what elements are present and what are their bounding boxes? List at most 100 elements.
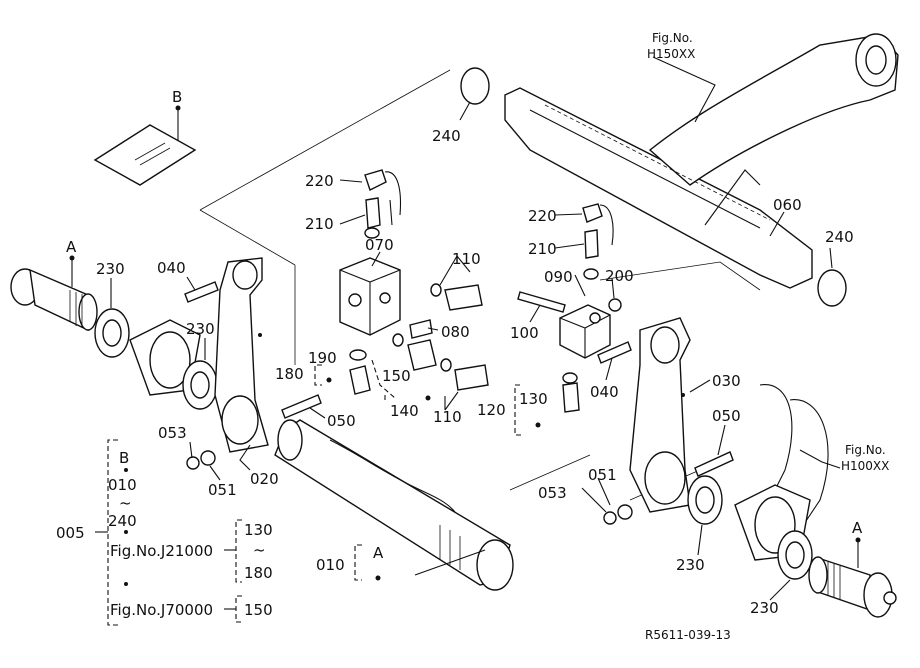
nut-053-right xyxy=(603,511,617,525)
legend-dot-3 xyxy=(124,582,128,586)
label-070: 070 xyxy=(365,236,394,254)
washer-230-right1-inner xyxy=(695,486,715,514)
fitting-080 xyxy=(409,319,433,339)
legend-fig-j70000: Fig.No.J70000 xyxy=(110,601,213,619)
document-b-lines xyxy=(134,142,171,166)
bolt-100 xyxy=(517,291,566,313)
main-arm xyxy=(504,33,899,289)
plug-200 xyxy=(608,298,622,312)
label-050-right: 050 xyxy=(712,407,741,425)
label-220-right: 220 xyxy=(528,207,557,225)
bolt-040-left xyxy=(184,281,219,303)
dot-a-left xyxy=(69,255,75,261)
legend-range2-to: 180 xyxy=(244,564,273,582)
label-030: 030 xyxy=(712,372,741,390)
washer-051-right xyxy=(617,504,633,520)
washer-230-left-inner xyxy=(102,319,122,347)
oring-110-top xyxy=(430,283,442,297)
ring-240-top xyxy=(460,67,490,105)
document-b xyxy=(93,124,197,186)
leader-lines xyxy=(71,56,859,601)
legend-dot-1 xyxy=(124,468,128,472)
dot-120 xyxy=(535,422,541,428)
washer-051-left xyxy=(200,450,216,466)
label-053-left: 053 xyxy=(158,424,187,442)
valve-block-090 xyxy=(559,304,611,359)
label-110-top: 110 xyxy=(452,250,481,268)
dot-010 xyxy=(375,575,381,581)
label-130: 130 xyxy=(519,390,548,408)
bolt-040-right xyxy=(597,341,632,364)
oring-130 xyxy=(562,372,578,384)
oring-right-top xyxy=(583,268,599,280)
label-110-bottom: 110 xyxy=(433,408,462,426)
bearing-left xyxy=(129,319,201,396)
pin-a-right xyxy=(808,556,897,618)
legend-range2-from: 130 xyxy=(244,521,273,539)
label-230-b: 230 xyxy=(186,320,215,338)
label-050-left: 050 xyxy=(327,412,356,430)
label-020: 020 xyxy=(250,470,279,488)
legend-range1-to: 240 xyxy=(108,512,137,530)
drawing-number: R5611-039-13 xyxy=(645,628,731,642)
group-brackets xyxy=(107,359,522,626)
label-240-top: 240 xyxy=(432,127,461,145)
label-230-c: 230 xyxy=(676,556,705,574)
valve-block-070 xyxy=(339,257,401,336)
label-051-left: 051 xyxy=(208,481,237,499)
oring-left-top xyxy=(364,227,380,239)
legend-fig-j21000: Fig.No.J21000 xyxy=(110,542,213,560)
fitting-110-top xyxy=(444,284,483,311)
label-200: 200 xyxy=(605,267,634,285)
fig-ref-top-line2: H150XX xyxy=(647,47,695,61)
frame-h100 xyxy=(759,384,829,531)
explode-frame-upper xyxy=(199,69,451,365)
nut-053-left xyxy=(186,456,200,470)
label-210-left: 210 xyxy=(305,215,334,233)
dot-b xyxy=(175,105,181,111)
fitting-150 xyxy=(407,339,437,371)
label-180: 180 xyxy=(275,365,304,383)
washer-230-mid-inner xyxy=(190,371,210,399)
label-005: 005 xyxy=(56,524,85,542)
label-080: 080 xyxy=(441,323,470,341)
oring-110-bottom xyxy=(440,358,452,372)
legend-range1-from: 010 xyxy=(108,476,137,494)
label-190: 190 xyxy=(308,349,337,367)
label-150: 150 xyxy=(382,367,411,385)
oring-150 xyxy=(392,333,404,347)
legend-tilde2: ~ xyxy=(253,541,266,559)
ref-a-right: A xyxy=(852,519,863,537)
fig-ref-top-line1: Fig.No. xyxy=(652,31,693,45)
sensor-210-right xyxy=(584,229,599,259)
washer-230-right2-inner xyxy=(785,541,805,569)
ref-a-left: A xyxy=(66,238,77,256)
fitting-110-bottom xyxy=(454,364,489,391)
oring-190 xyxy=(349,349,367,361)
fig-ref-right-line2: H100XX xyxy=(841,459,889,473)
fig-ref-right-line1: Fig.No. xyxy=(845,443,886,457)
ring-240-right xyxy=(817,269,847,307)
dot-180 xyxy=(326,377,332,383)
arm-030 xyxy=(629,317,691,513)
legend-b: B xyxy=(119,449,129,467)
label-053-right: 053 xyxy=(538,484,567,502)
bolt-050-right xyxy=(694,451,734,477)
ref-b-top: B xyxy=(172,88,182,106)
sensor-210-left xyxy=(365,197,381,229)
legend-tilde1: ~ xyxy=(119,494,132,512)
bolt-050-left xyxy=(281,394,322,419)
label-010: 010 xyxy=(316,556,345,574)
fitting-130 xyxy=(562,382,580,413)
elbow-fitting xyxy=(349,365,371,395)
label-220-left: 220 xyxy=(305,172,334,190)
label-051-right: 051 xyxy=(588,466,617,484)
label-060: 060 xyxy=(773,196,802,214)
pin-a-left xyxy=(10,268,98,332)
label-100: 100 xyxy=(510,324,539,342)
arm-020 xyxy=(214,257,269,453)
sensor-220-left xyxy=(364,169,402,226)
label-230-a: 230 xyxy=(96,260,125,278)
label-240-right: 240 xyxy=(825,228,854,246)
